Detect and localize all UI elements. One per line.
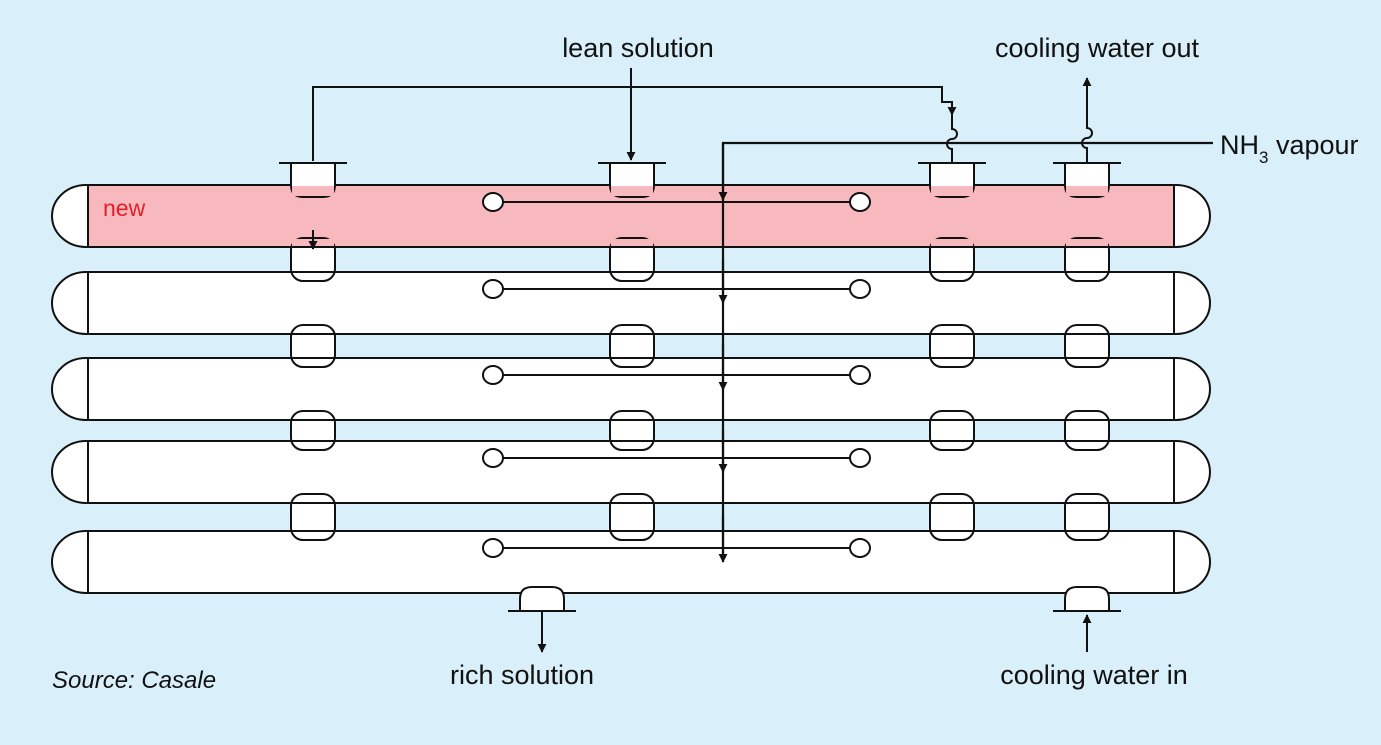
lean-solution-piping (312, 68, 958, 163)
source-caption: Source: Casale (52, 667, 216, 694)
connector-1-3 (929, 237, 975, 282)
connector-4-2 (609, 493, 655, 541)
nh3-vapour-text: vapour (1268, 130, 1358, 160)
distributor-end-left-1 (482, 192, 504, 212)
cooling-water-in-label: cooling water in (1000, 660, 1188, 690)
top-nozzle-tint-1 (292, 186, 334, 196)
connector-2-1 (290, 324, 336, 368)
top-nozzle-tint-3 (931, 186, 973, 196)
shell-2 (51, 271, 1211, 335)
connector-4-3 (929, 493, 975, 541)
top-nozzle-tint-2 (611, 186, 653, 196)
distributor-end-left-5 (482, 538, 504, 558)
connector-1-2 (609, 237, 655, 282)
shell-4 (51, 440, 1211, 504)
connector-2-2 (609, 324, 655, 368)
connector-4-4 (1064, 493, 1110, 541)
cooling-water-out-piping (1081, 77, 1093, 163)
distributor-end-left-3 (482, 365, 504, 385)
top-nozzle-tint-4 (1066, 186, 1108, 196)
distributor-end-right-5 (849, 538, 871, 558)
connector-3-2 (609, 410, 655, 451)
distributor-end-right-2 (849, 279, 871, 299)
connector-4-1 (290, 493, 336, 541)
connector-2-4 (1064, 324, 1110, 368)
connector-tint-4 (1066, 239, 1108, 247)
connector-2-3 (929, 324, 975, 368)
nh3-vapour-label: NH3 vapour (1220, 130, 1359, 167)
shell-5 (51, 530, 1211, 594)
connector-1-4 (1064, 237, 1110, 282)
nh3-subscript: 3 (1259, 148, 1268, 167)
cooling-water-out-label: cooling water out (995, 33, 1200, 63)
distributor-end-right-1 (849, 192, 871, 212)
distributor-end-right-4 (849, 448, 871, 468)
bottom-nozzle-2 (1064, 586, 1110, 612)
lean-solution-header-cont (946, 115, 958, 163)
lean-solution-header (312, 86, 957, 161)
rich-solution-label: rich solution (450, 660, 594, 690)
connector-tint-2 (611, 239, 653, 247)
connector-3-3 (929, 410, 975, 451)
distributor-end-left-4 (482, 448, 504, 468)
distributor-end-right-3 (849, 365, 871, 385)
distributor-group (482, 192, 871, 558)
connector-tint-3 (931, 239, 973, 247)
outlet-piping (308, 230, 1092, 653)
cooling-water-out-line (1081, 77, 1093, 163)
distributor-end-left-2 (482, 279, 504, 299)
bottom-nozzle-1 (519, 586, 565, 612)
nh3-vapour-piping (718, 141, 1213, 563)
lean-solution-label: lean solution (562, 33, 714, 63)
connector-3-1 (290, 410, 336, 451)
connector-3-4 (1064, 410, 1110, 451)
nozzle-group (279, 162, 1121, 612)
shell-3 (51, 357, 1211, 421)
shell-group (51, 184, 1211, 594)
nh3-main-text: NH (1220, 130, 1259, 160)
new-section-label: new (103, 195, 146, 221)
